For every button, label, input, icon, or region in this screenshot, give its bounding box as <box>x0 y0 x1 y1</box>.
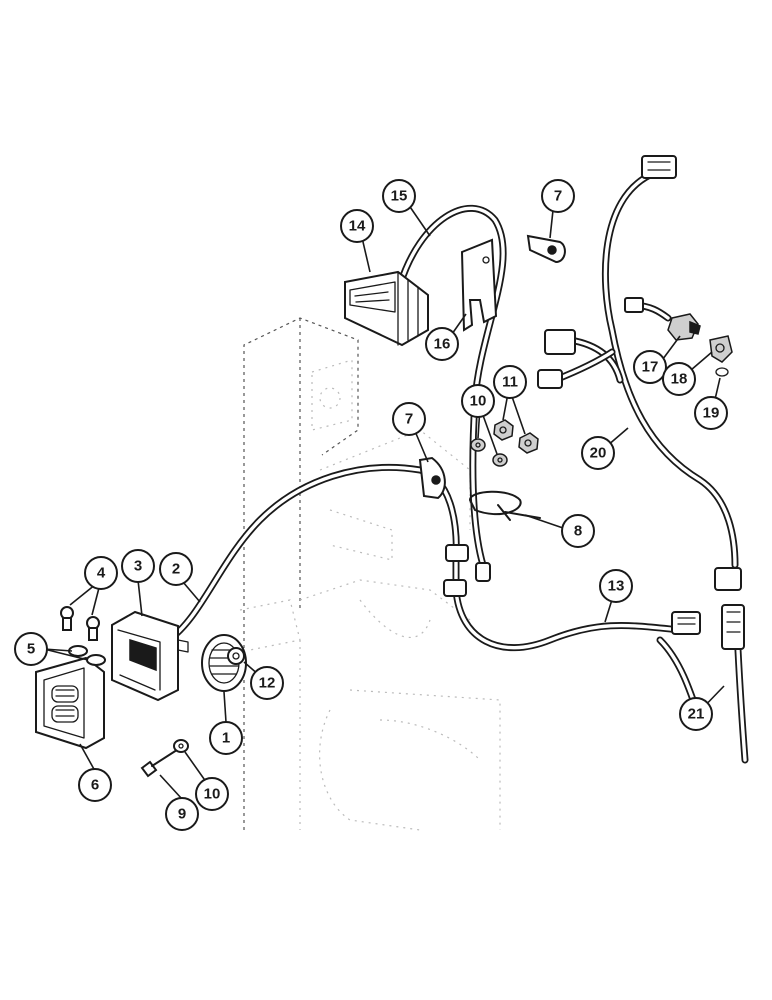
cable-tie-part-8 <box>469 490 541 521</box>
callout-19: 19 <box>694 396 728 430</box>
callout-14: 14 <box>340 209 374 243</box>
callout-20: 20 <box>581 436 615 470</box>
callout-6-label: 6 <box>91 777 99 794</box>
callout-20-label: 20 <box>590 445 607 462</box>
callout-2-label: 2 <box>172 561 180 578</box>
callout-2: 2 <box>159 552 193 586</box>
harness-connectors <box>443 155 745 650</box>
harness-wire-21 <box>734 646 749 764</box>
callout-18-label: 18 <box>671 371 688 388</box>
callout-19-label: 19 <box>703 405 720 422</box>
indicator-wire <box>396 205 507 569</box>
callout-9: 9 <box>165 797 199 831</box>
callout-10-upper: 10 <box>461 384 495 418</box>
callout-7-lower: 7 <box>392 402 426 436</box>
callout-8: 8 <box>561 514 595 548</box>
callout-8-label: 8 <box>574 523 582 540</box>
callout-17: 17 <box>633 350 667 384</box>
callout-7-lower-label: 7 <box>405 411 413 428</box>
callout-21: 21 <box>679 697 713 731</box>
main-harness-wire <box>164 464 704 724</box>
elbow-fitting-part-18 <box>709 335 733 363</box>
callout-9-label: 9 <box>178 806 186 823</box>
callout-18: 18 <box>662 362 696 396</box>
callout-5-label: 5 <box>27 641 35 658</box>
callout-12-label: 12 <box>259 675 276 692</box>
callout-21-label: 21 <box>688 706 705 723</box>
lamp-lens-part-6 <box>35 656 105 750</box>
callout-4-label: 4 <box>97 565 106 582</box>
callout-7-upper-label: 7 <box>554 188 562 205</box>
callout-1: 1 <box>209 721 243 755</box>
bolt-part-9 <box>140 747 181 778</box>
callout-16: 16 <box>425 327 459 361</box>
harness-wire-20 <box>551 171 739 569</box>
callout-16-label: 16 <box>434 336 451 353</box>
callout-5: 5 <box>14 632 48 666</box>
nuts-part-11 <box>493 419 539 454</box>
washers-part-10 <box>470 438 508 467</box>
callout-12: 12 <box>250 666 284 700</box>
callout-3: 3 <box>121 549 155 583</box>
indicator-lamp-part-14 <box>344 270 429 347</box>
o-ring-part-19 <box>715 367 729 377</box>
callout-13: 13 <box>599 569 633 603</box>
frame-background <box>239 317 501 831</box>
callout-13-label: 13 <box>608 578 625 595</box>
callout-7-upper: 7 <box>541 179 575 213</box>
clip-part-7-upper <box>526 234 566 264</box>
lamp-housing-part-3 <box>111 610 189 702</box>
clip-part-7-lower <box>418 456 446 500</box>
callout-14-label: 14 <box>349 218 366 235</box>
callout-1-label: 1 <box>222 730 230 747</box>
callout-15: 15 <box>382 179 416 213</box>
callout-10-upper-label: 10 <box>470 393 487 410</box>
bulbs-part-4 <box>60 606 100 641</box>
callout-6: 6 <box>78 768 112 802</box>
washer-part-12 <box>227 647 245 665</box>
callout-15-label: 15 <box>391 188 408 205</box>
callout-11: 11 <box>493 365 527 399</box>
washer-part-10-lower <box>173 739 189 753</box>
callout-10-lower: 10 <box>195 777 229 811</box>
bracket-part-16 <box>460 238 498 332</box>
callout-11-label: 11 <box>502 374 518 391</box>
callout-3-label: 3 <box>134 558 142 575</box>
callout-10-lower-label: 10 <box>204 786 221 803</box>
callout-4: 4 <box>84 556 118 590</box>
callout-17-label: 17 <box>642 359 659 376</box>
switch-part-17 <box>667 313 701 341</box>
